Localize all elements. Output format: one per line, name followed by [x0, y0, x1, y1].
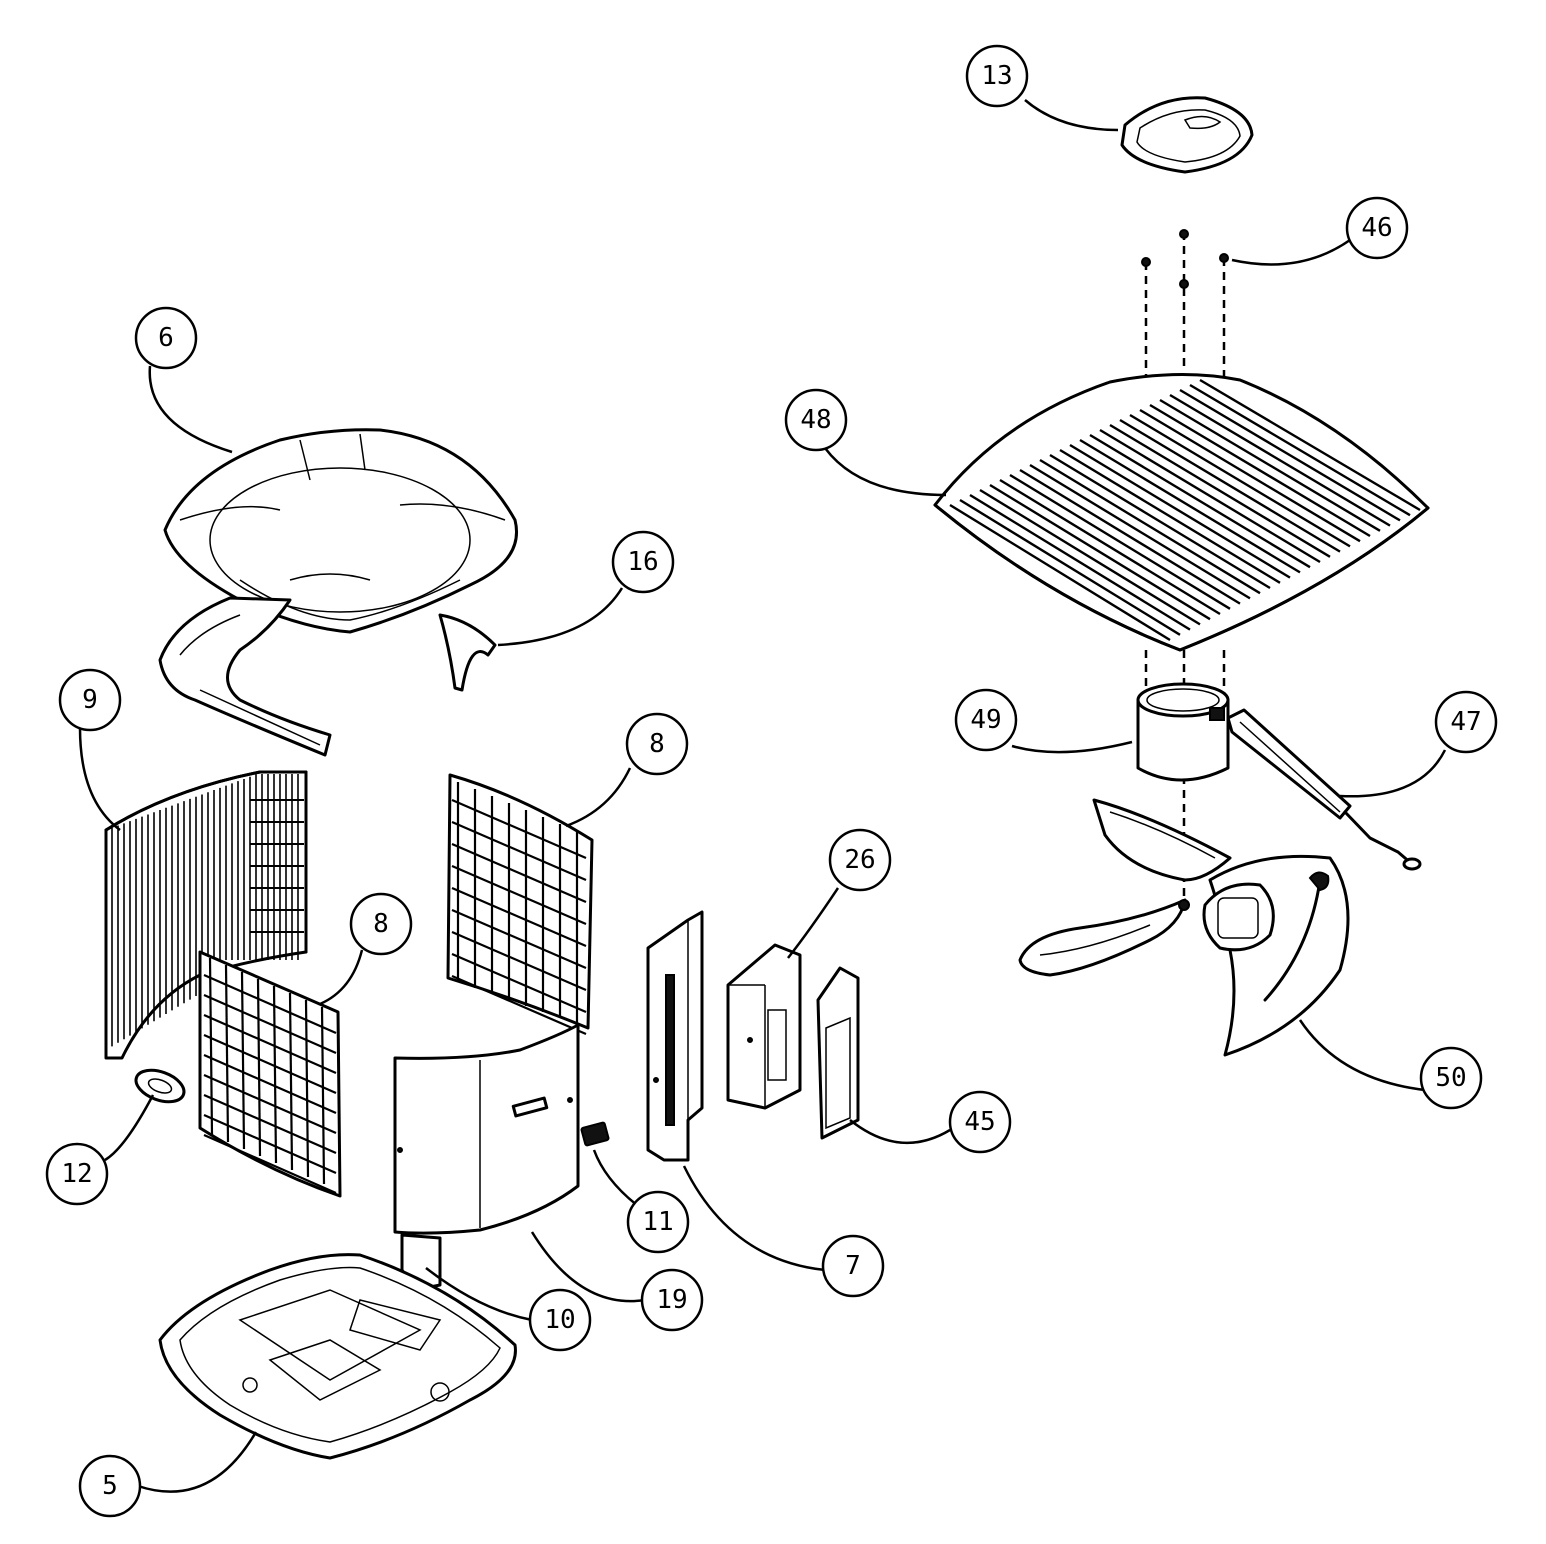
leader-19 — [530, 1231, 646, 1303]
callout-45: 45 — [948, 1090, 1012, 1154]
leader-48 — [823, 447, 947, 497]
callout-11: 11 — [626, 1190, 690, 1254]
part-26-control-box — [726, 943, 802, 1110]
callout-16: 16 — [611, 530, 675, 594]
callout-8-lower: 8 — [349, 892, 413, 956]
callout-8-lower-label: 8 — [373, 909, 389, 939]
callout-12: 12 — [45, 1142, 109, 1206]
leader-26 — [787, 887, 840, 959]
part-12-plug — [134, 1068, 186, 1104]
part-46-screws — [1141, 229, 1229, 380]
callout-19: 19 — [640, 1268, 704, 1332]
callout-10-label: 10 — [544, 1305, 575, 1335]
leader-46 — [1231, 238, 1351, 266]
leader-16 — [497, 587, 624, 647]
callout-26: 26 — [828, 828, 892, 892]
part-45-access-panel — [816, 966, 860, 1140]
part-6-top-cover — [163, 428, 518, 634]
callout-49: 49 — [954, 688, 1018, 752]
leader-6 — [148, 365, 233, 454]
callout-6: 6 — [134, 306, 198, 370]
part-50-fan-blade — [1018, 798, 1350, 1057]
callout-9: 9 — [58, 668, 122, 732]
leader-13 — [1024, 99, 1119, 132]
part-47-motor-harness — [1226, 708, 1422, 871]
part-13-top-cap — [1120, 96, 1254, 174]
part-8-grille-panel-upper — [446, 773, 594, 1036]
callout-47-label: 47 — [1450, 707, 1481, 737]
leader-47 — [1339, 749, 1447, 798]
callout-8-upper-label: 8 — [649, 729, 665, 759]
callout-48-label: 48 — [800, 405, 831, 435]
callout-5: 5 — [78, 1454, 142, 1518]
part-5-base-pan — [158, 1253, 517, 1460]
part-11-small-plate — [580, 1121, 610, 1147]
callout-46-label: 46 — [1361, 213, 1392, 243]
leader-8a — [565, 767, 632, 828]
callout-7-label: 7 — [845, 1251, 861, 1281]
callout-50-label: 50 — [1435, 1063, 1466, 1093]
part-16-fan-bracket — [158, 573, 497, 757]
leader-45 — [849, 1119, 951, 1145]
callout-19-label: 19 — [656, 1285, 687, 1315]
part-9-coil-panel — [104, 770, 308, 1060]
callout-47: 47 — [1434, 690, 1498, 754]
callout-50: 50 — [1419, 1046, 1483, 1110]
callout-9-label: 9 — [82, 685, 98, 715]
callout-10: 10 — [528, 1288, 592, 1352]
callout-5-label: 5 — [102, 1471, 118, 1501]
callout-13: 13 — [965, 44, 1029, 108]
leader-12 — [104, 1094, 155, 1162]
callout-11-label: 11 — [642, 1207, 673, 1237]
leader-9 — [78, 727, 121, 831]
callout-49-label: 49 — [970, 705, 1001, 735]
leader-lines — [78, 99, 1447, 1493]
callout-48: 48 — [784, 388, 848, 452]
leader-7 — [682, 1165, 826, 1272]
part-49-fan-motor — [1136, 682, 1230, 782]
callout-7: 7 — [821, 1234, 885, 1298]
leader-50 — [1298, 1019, 1426, 1092]
part-19-corner-panel — [393, 1023, 580, 1235]
leader-8b — [319, 949, 364, 1006]
leader-11 — [592, 1149, 639, 1207]
callout-6-label: 6 — [158, 323, 174, 353]
callout-8-upper: 8 — [625, 712, 689, 776]
callout-16-label: 16 — [627, 547, 658, 577]
callout-46: 46 — [1345, 196, 1409, 260]
leader-5 — [137, 1431, 258, 1493]
callout-26-label: 26 — [844, 845, 875, 875]
part-48-fan-grille — [933, 373, 1430, 652]
callout-12-label: 12 — [61, 1159, 92, 1189]
leader-49 — [1011, 740, 1133, 754]
part-7-control-box-side — [646, 910, 704, 1162]
leader-10 — [425, 1267, 533, 1322]
part-8-grille-panel-lower — [198, 950, 342, 1198]
callout-13-label: 13 — [981, 61, 1012, 91]
callout-45-label: 45 — [964, 1107, 995, 1137]
